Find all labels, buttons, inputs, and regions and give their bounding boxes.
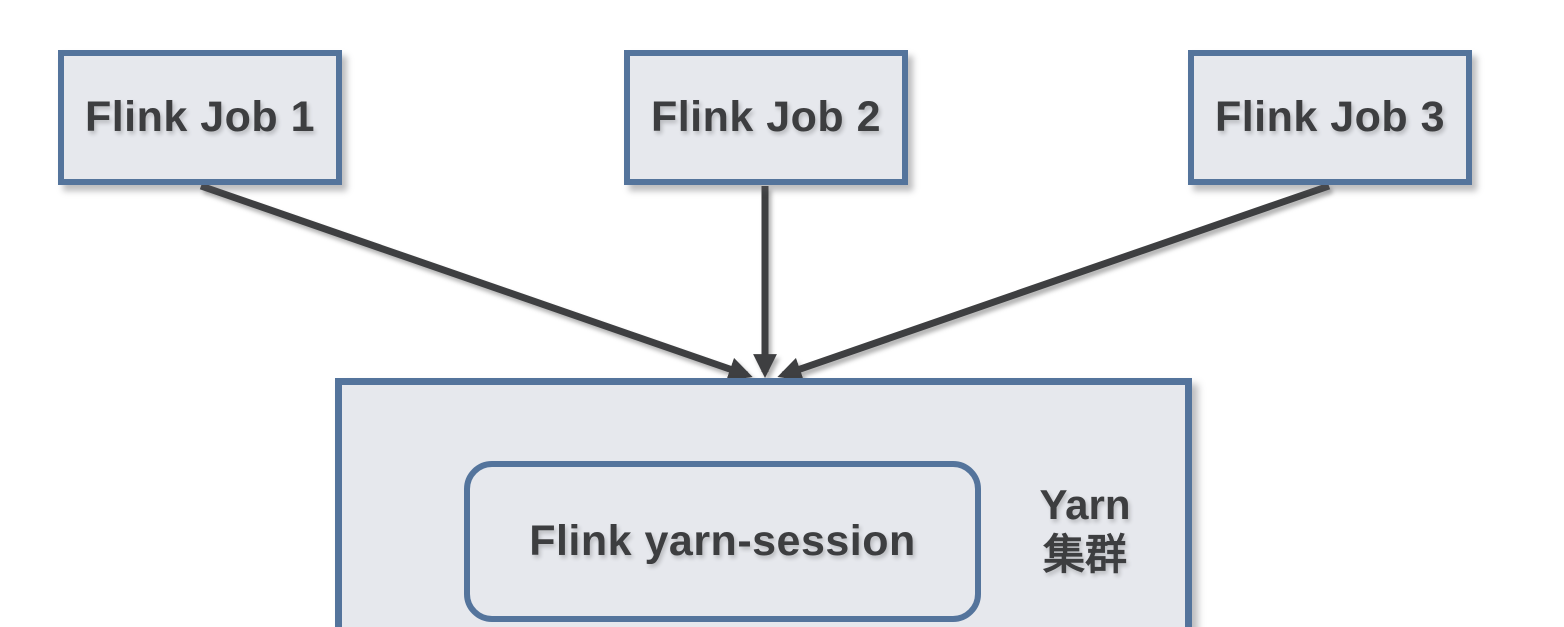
flink-job-1-box: Flink Job 1 xyxy=(58,50,342,185)
flink-job-2-box: Flink Job 2 xyxy=(624,50,908,185)
flink-job-2-label: Flink Job 2 xyxy=(650,93,882,141)
flink-job-3-label: Flink Job 3 xyxy=(1214,93,1446,141)
flink-yarn-session-box: Flink yarn-session xyxy=(464,461,981,622)
yarn-cluster-label-line1: Yarn xyxy=(1039,481,1131,528)
yarn-cluster-label: Yarn 集群 xyxy=(985,480,1185,580)
flink-job-3-box: Flink Job 3 xyxy=(1188,50,1472,185)
edge-job3-to-cluster-arrow xyxy=(777,182,1331,381)
flink-yarn-session-label: Flink yarn-session xyxy=(529,517,916,565)
flink-job-1-label: Flink Job 1 xyxy=(84,93,316,141)
edge-job1-to-cluster-arrow xyxy=(199,182,753,381)
yarn-cluster-label-line2: 集群 xyxy=(1042,531,1127,578)
